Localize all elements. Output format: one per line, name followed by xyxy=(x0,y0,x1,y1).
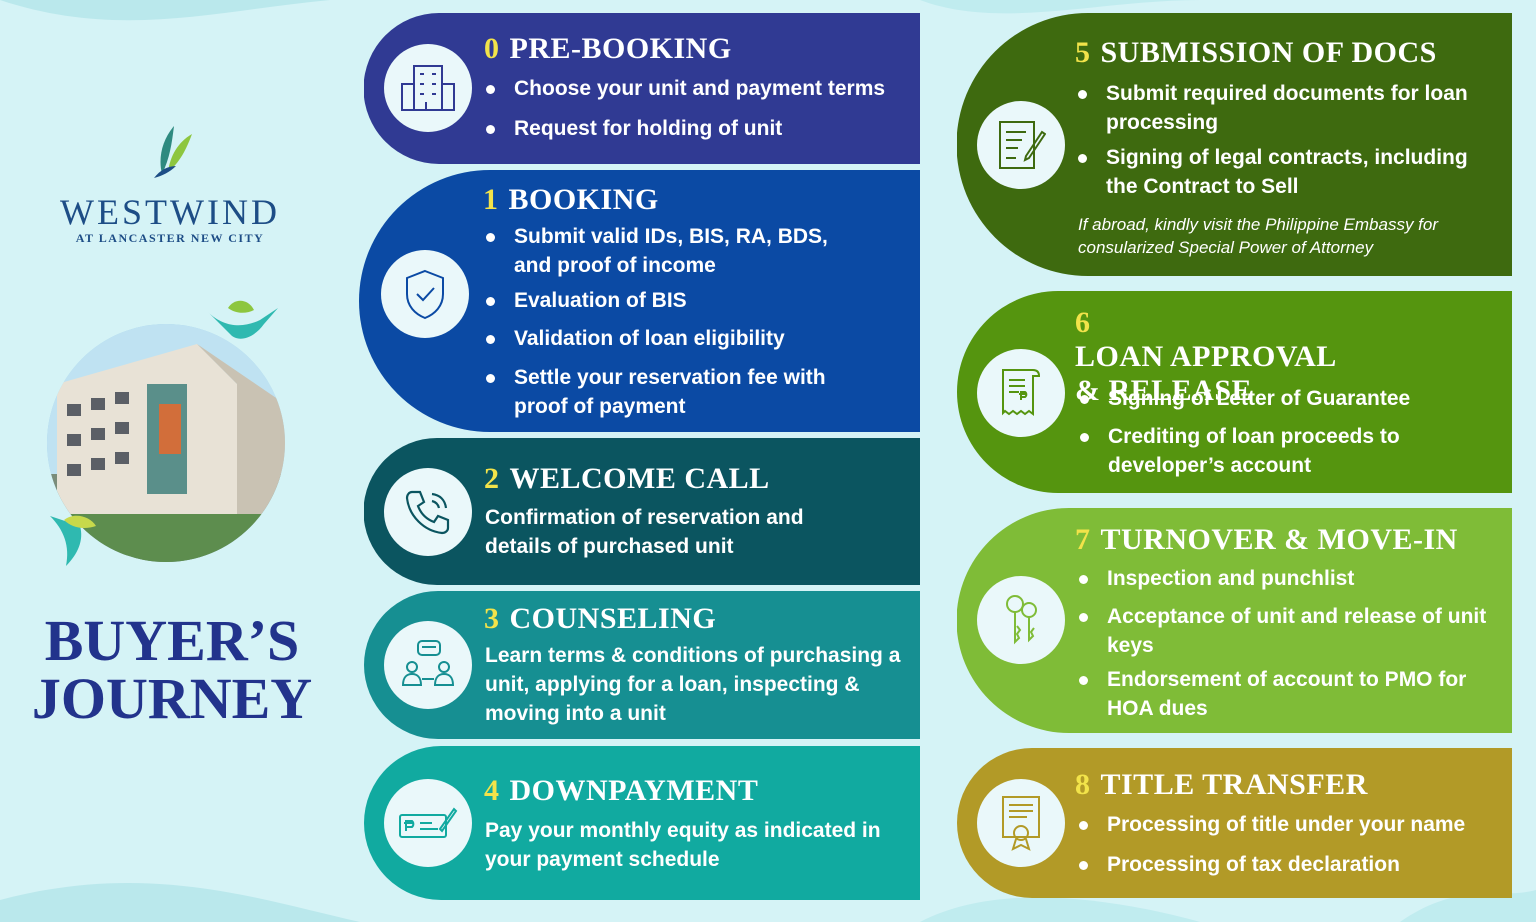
step-title: TURNOVER & MOVE-IN xyxy=(1100,523,1458,556)
step-description: Learn terms & conditions of purchasing a… xyxy=(485,644,901,725)
phone-icon xyxy=(405,490,450,535)
list-item: Submit valid IDs, BIS, RA, BDS, and proo… xyxy=(484,222,864,280)
cheque-icon xyxy=(399,807,458,838)
brand-subtitle: AT LANCASTER NEW CITY xyxy=(75,231,265,245)
step-title: LOAN APPROVAL xyxy=(1075,340,1337,373)
brand-logo: WESTWIND AT LANCASTER NEW CITY xyxy=(30,120,310,246)
list-item: Choose your unit and payment terms xyxy=(484,74,914,103)
step-icon-circle xyxy=(384,779,472,867)
receipt-icon xyxy=(1002,369,1041,416)
list-item: Processing of tax declaration xyxy=(1077,850,1507,879)
step-title: PRE-BOOKING xyxy=(509,32,732,65)
list-item: Acceptance of unit and release of unit k… xyxy=(1077,602,1487,660)
property-photo xyxy=(47,324,285,562)
step-note: If abroad, kindly visit the Philippine E… xyxy=(1078,215,1439,257)
step-icon-circle xyxy=(384,621,472,709)
step-title: SUBMISSION OF DOCS xyxy=(1100,36,1437,69)
step-icon-circle xyxy=(977,779,1065,867)
step-title: TITLE TRANSFER xyxy=(1100,768,1368,801)
building-icon xyxy=(401,65,455,111)
step-icon-circle xyxy=(381,250,469,338)
list-item: Endorsement of account to PMO for HOA du… xyxy=(1077,665,1487,723)
list-item: Crediting of loan proceeds to developer’… xyxy=(1078,422,1478,480)
list-item: Signing of Letter of Guarantee xyxy=(1078,384,1478,413)
step-title: DOWNPAYMENT xyxy=(509,774,759,807)
list-item: Evaluation of BIS xyxy=(484,286,864,315)
step-title: BOOKING xyxy=(508,183,659,216)
list-item: Processing of title under your name xyxy=(1077,810,1507,839)
certificate-icon xyxy=(1002,796,1040,851)
step-title-line2: & RELEASE xyxy=(1075,374,1253,407)
list-item: Signing of legal contracts, including th… xyxy=(1076,143,1476,201)
page-title: BUYER’S JOURNEY xyxy=(31,608,313,731)
step-icon-circle xyxy=(977,101,1065,189)
people-chat-icon xyxy=(401,640,455,686)
document-pen-icon xyxy=(999,121,1046,169)
step-icon-circle xyxy=(977,349,1065,437)
list-item: Request for holding of unit xyxy=(484,114,914,143)
list-item: Inspection and punchlist xyxy=(1077,564,1487,593)
step-description: Confirmation of reservation and details … xyxy=(485,506,804,558)
shield-check-icon xyxy=(406,269,444,320)
list-item: Settle your reservation fee with proof o… xyxy=(484,363,864,421)
hummingbird-icon xyxy=(50,515,96,566)
hummingbird-icon xyxy=(208,300,278,339)
step-title: COUNSELING xyxy=(509,602,717,635)
brand-name: WESTWIND xyxy=(60,192,280,232)
list-item: Validation of loan eligibility xyxy=(484,324,864,353)
step-icon-circle xyxy=(384,44,472,132)
step-icon-circle xyxy=(384,468,472,556)
leaf-logo-icon xyxy=(154,126,192,178)
step-description: Pay your monthly equity as indicated in … xyxy=(485,819,881,871)
list-item: Submit required documents for loan proce… xyxy=(1076,79,1476,137)
step-title: WELCOME CALL xyxy=(509,462,770,495)
step-icon-circle xyxy=(977,576,1065,664)
keys-icon xyxy=(1006,595,1037,645)
